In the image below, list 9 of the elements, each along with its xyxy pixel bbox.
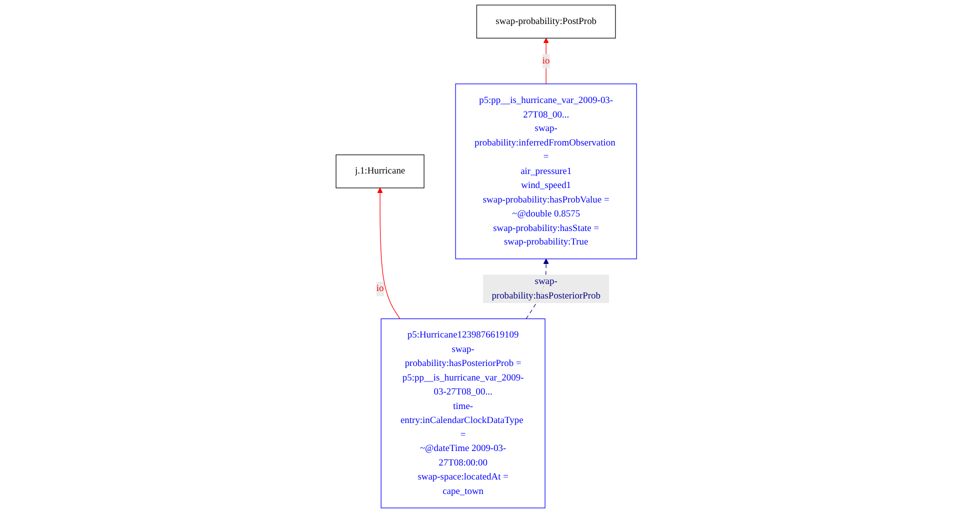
node-box: p5:pp__is_hurricane_var_2009-03-27T08_00... swap-probability:inferredFromObservation = air_pressure1 wind_speed1 swap-probability:hasProbValue = ~@double 0.8575 swap-probability:hasState = swap-probability:True [454, 84, 637, 260]
arrow [376, 188, 400, 320]
edge-label: io [376, 284, 384, 294]
node-box: swap-probability:PostProb [476, 4, 616, 38]
node-box: p5:Hurricane1239876619109 swap-probability:hasPosteriorProb = p5:pp__is_hurricane_var_2009-03-27T08_00... time-entry:inCalendarClockDataType = ~@dateTime 2009-03-27T08:00:00 swap-space:locatedAt = cape_town [380, 318, 546, 508]
node-box: j.1:Hurricane [335, 154, 424, 188]
arrow [543, 38, 549, 84]
edge-label: swap-probability:hasPosteriorProb [491, 276, 600, 301]
edge-label: io [542, 56, 550, 66]
